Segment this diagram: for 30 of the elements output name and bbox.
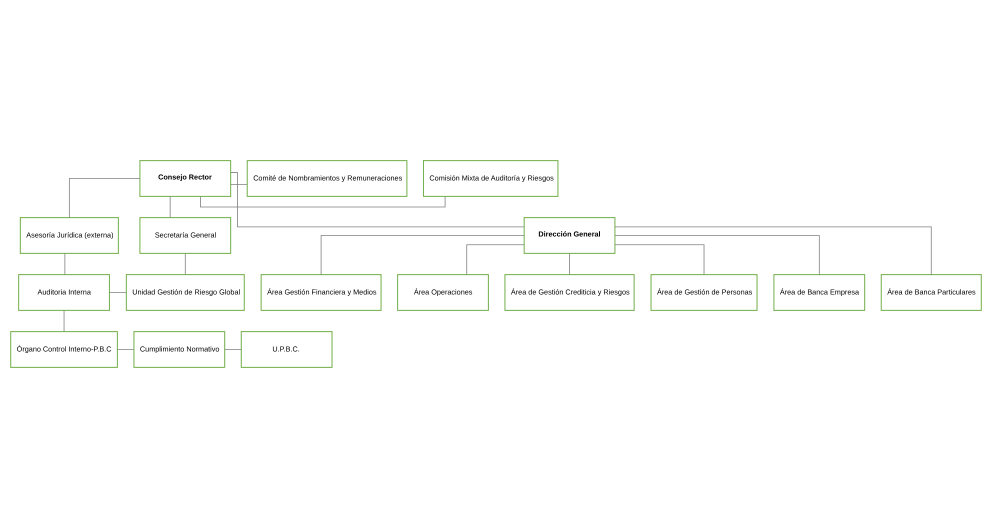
node-box: Área Operaciones [397, 274, 489, 310]
node-box: Área de Gestión Crediticia y Riesgos [504, 274, 635, 310]
connector [466, 244, 525, 274]
connector [117, 348, 134, 350]
connector [68, 178, 140, 218]
connector [64, 252, 66, 274]
node-box: Órgano Control Interno-P.B.C [10, 330, 118, 368]
connector [224, 348, 242, 350]
node-box: Área Gestión Financiera y Medios [260, 274, 382, 310]
node-box: Comisión Mixta de Auditoría y Riesgos [422, 160, 558, 196]
node-box: Auditoria Interna [18, 274, 110, 310]
connector [614, 244, 704, 274]
connector [320, 234, 524, 274]
connector [569, 252, 570, 274]
node-box: Secretaría General [139, 216, 232, 254]
node-box: Área de Banca Empresa [773, 274, 866, 310]
node-box: U.P.B.C. [240, 330, 333, 368]
connector [614, 226, 932, 274]
node-box: Consejo Rector [139, 160, 232, 196]
node-box: Unidad Gestión de Riesgo Global [126, 274, 245, 310]
connector [614, 234, 820, 274]
connector [230, 172, 524, 227]
node-box: Área de Gestión de Personas [650, 274, 758, 310]
connector [170, 196, 171, 218]
node-box: Asesoría Jurídica (externa) [20, 216, 119, 254]
node-box: Comité de Nombramientos y Remuneraciones [246, 160, 408, 196]
node-box: Cumplimiento Normativo [133, 330, 226, 368]
connector [184, 252, 186, 274]
node-box: Dirección General [524, 216, 616, 254]
node-box: Área de Banca Particulares [880, 274, 982, 310]
